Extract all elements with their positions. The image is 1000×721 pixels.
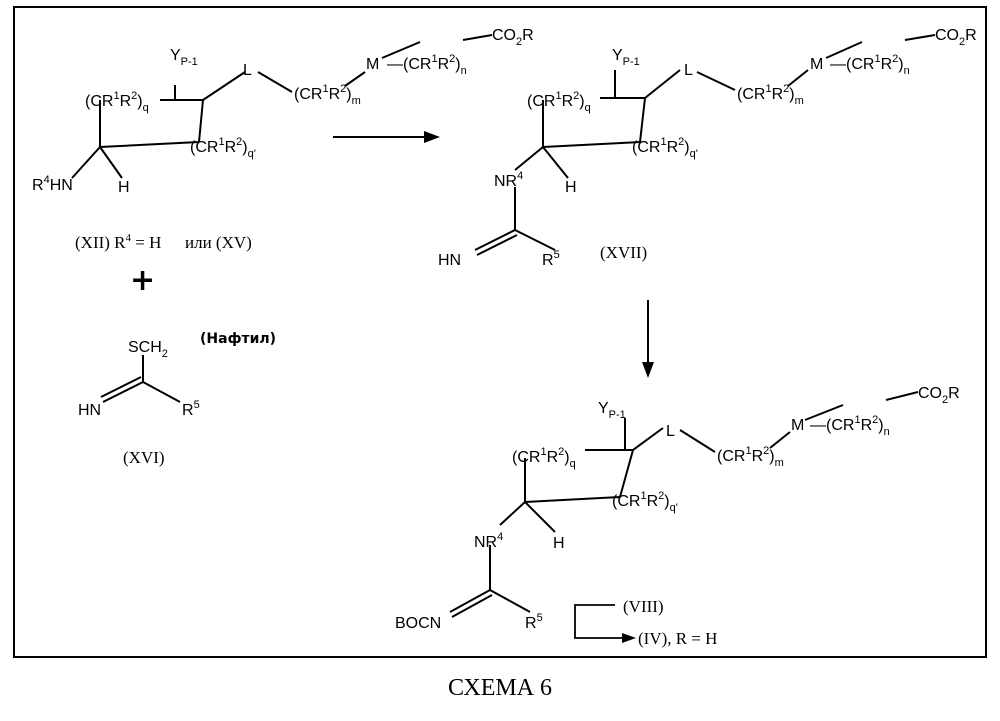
n-group: —(CR1R2)n: [810, 414, 890, 438]
scheme-border: [14, 7, 986, 657]
compound-label-xvii: (XVII): [600, 243, 647, 262]
scheme-caption: СХЕМА 6: [0, 675, 1000, 702]
nitrogen: NR4: [494, 170, 523, 190]
linker-l: L: [666, 423, 675, 440]
m-group: (CR1R2)m: [737, 83, 804, 107]
amine: R4HN: [32, 174, 73, 194]
linker-m: M: [791, 417, 804, 434]
compound-bocn: (CR1R2)q YP-1 L (CR1R2)m M —(CR1R2)n CO2…: [395, 385, 960, 648]
m-group: (CR1R2)m: [294, 83, 361, 107]
q-prime-group: (CR1R2)q': [612, 490, 678, 514]
m-group: (CR1R2)m: [717, 445, 784, 469]
ester: CO2R: [918, 385, 960, 406]
compound-xvii: (CR1R2)q YP-1 L (CR1R2)m M —(CR1R2)n CO2…: [438, 27, 977, 269]
hydrogen: H: [553, 535, 565, 552]
q-group: (CR1R2)q: [527, 90, 591, 114]
compound-xvi: SCH2 (Нафтил) HN R5 (XVI): [78, 331, 276, 467]
linker-m: M: [810, 56, 823, 73]
reagent-r5: R5: [182, 399, 200, 419]
ester: CO2R: [492, 27, 534, 48]
ester: CO2R: [935, 27, 977, 48]
plus-sign: +: [130, 263, 155, 298]
step-product: (IV), R = H: [638, 629, 717, 648]
reaction-arrow-down: [642, 300, 654, 378]
alt-label-xv: или (XV): [185, 233, 252, 252]
q-prime-group: (CR1R2)q': [632, 136, 698, 160]
hydrogen: H: [118, 179, 130, 196]
y-group: YP-1: [170, 47, 198, 68]
compound-xii: (CR1R2)q YP-1 L (CR1R2)m M —(CR1R2)n CO2…: [32, 27, 534, 252]
r5: R5: [525, 612, 543, 632]
q-prime-group: (CR1R2)q': [190, 136, 256, 160]
q-group: (CR1R2)q: [85, 90, 149, 114]
compound-label-xvi: (XVI): [123, 448, 165, 467]
reagent-imine: HN: [78, 402, 101, 419]
reaction-arrow-right: [333, 131, 440, 143]
thio-note: (Нафтил): [200, 331, 276, 347]
hydrogen: H: [565, 179, 577, 196]
y-group: YP-1: [598, 400, 626, 421]
n-group: —(CR1R2)n: [387, 53, 467, 77]
imine: HN: [438, 252, 461, 269]
linker-l: L: [243, 62, 252, 79]
linker-l: L: [684, 62, 693, 79]
compound-label-xii: (XII) R4 = H: [75, 232, 161, 252]
bocn: BOCN: [395, 615, 441, 632]
nitrogen: NR4: [474, 531, 503, 551]
q-group: (CR1R2)q: [512, 446, 576, 470]
y-group: YP-1: [612, 47, 640, 68]
thio-group: SCH2: [128, 339, 168, 360]
linker-m: M: [366, 56, 379, 73]
step-reagent: (VIII): [623, 597, 664, 616]
n-group: —(CR1R2)n: [830, 53, 910, 77]
r5: R5: [542, 249, 560, 269]
